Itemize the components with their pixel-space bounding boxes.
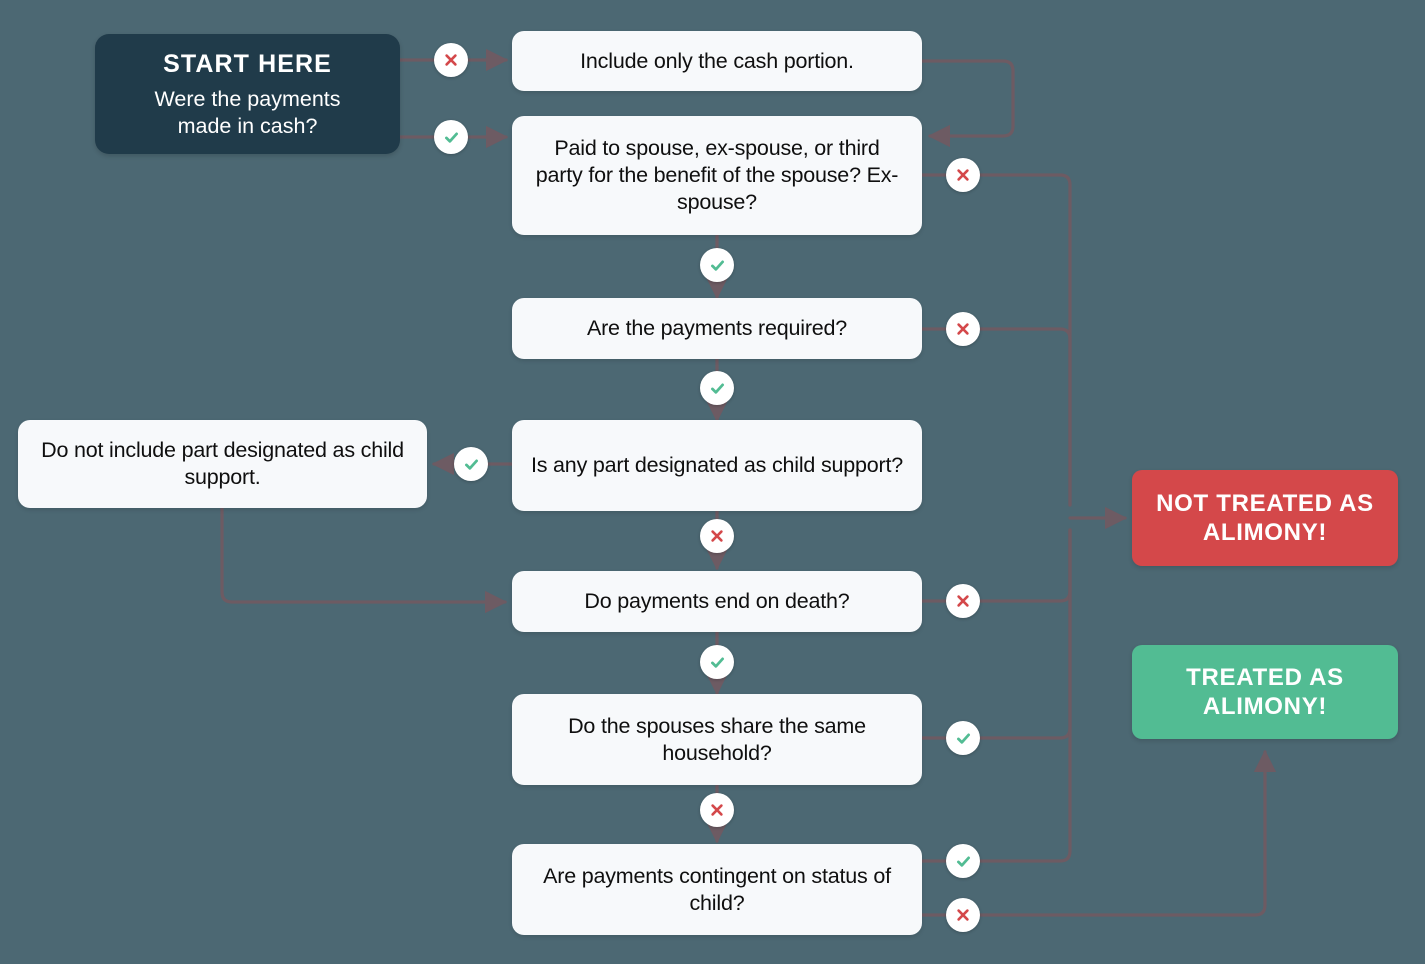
node-child-support-question[interactable]: Is any part designated as child support?: [512, 420, 922, 511]
badge-child-support-no[interactable]: [700, 519, 734, 553]
no-icon: [955, 167, 971, 183]
start-question-line2: made in cash?: [177, 113, 318, 138]
node-paid-to-spouse[interactable]: Paid to spouse, ex-spouse, or third part…: [512, 116, 922, 235]
result-alimony-line2: ALIMONY!: [1202, 693, 1328, 720]
badge-child-support-yes[interactable]: [454, 447, 488, 481]
yes-icon: [709, 654, 726, 671]
result-treated-as-alimony[interactable]: TREATED AS ALIMONY!: [1132, 645, 1398, 739]
result-not-treated-as-alimony[interactable]: NOT TREATED AS ALIMONY!: [1132, 470, 1398, 566]
start-question: Were the payments made in cash?: [154, 86, 340, 140]
yes-icon: [709, 380, 726, 397]
node-payments-required[interactable]: Are the payments required?: [512, 298, 922, 359]
node-end-on-death-label: Do payments end on death?: [584, 589, 850, 614]
result-alimony-line1: TREATED AS: [1186, 663, 1344, 691]
wire-note-to-death: [220, 506, 508, 614]
node-child-support-note-label: Do not include part designated as child …: [41, 438, 404, 489]
node-child-support-question-label: Is any part designated as child support?: [530, 453, 904, 478]
node-paid-to-spouse-label: Paid to spouse, ex-spouse, or third part…: [535, 136, 899, 214]
badge-status-of-child-no[interactable]: [946, 898, 980, 932]
node-payments-required-label: Are the payments required?: [586, 316, 848, 341]
node-status-of-child-label: Are payments contingent on status of chi…: [543, 863, 891, 915]
node-child-support-note[interactable]: Do not include part designated as child …: [18, 420, 427, 508]
wire-status-yes-b: [978, 528, 1072, 863]
no-icon: [443, 52, 459, 68]
node-cash-portion-label: Include only the cash portion.: [580, 48, 854, 73]
no-icon: [955, 321, 971, 337]
wire-household-yes-b: [978, 528, 1072, 740]
badge-paid-to-spouse-no[interactable]: [946, 158, 980, 192]
wire-paid-no-b: [978, 173, 1072, 507]
no-icon: [955, 593, 971, 609]
result-not-alimony-line1: NOT TREATED AS: [1156, 489, 1374, 517]
start-title: START HERE: [163, 49, 332, 78]
start-question-line1: Were the payments: [154, 86, 341, 111]
no-icon: [709, 528, 725, 544]
node-cash-portion[interactable]: Include only the cash portion.: [512, 31, 922, 91]
wire-cashportion-loop: [920, 59, 1015, 148]
start-node[interactable]: START HERE Were the payments made in cas…: [95, 34, 400, 154]
badge-same-household-no[interactable]: [700, 793, 734, 827]
node-status-of-child[interactable]: Are payments contingent on status of chi…: [512, 844, 922, 935]
badge-end-on-death-yes[interactable]: [700, 645, 734, 679]
yes-icon: [955, 853, 972, 870]
yes-icon: [463, 456, 480, 473]
no-icon: [955, 907, 971, 923]
result-not-alimony-line2: ALIMONY!: [1202, 519, 1328, 546]
badge-payments-required-no[interactable]: [946, 312, 980, 346]
badge-start-yes[interactable]: [434, 120, 468, 154]
badge-end-on-death-no[interactable]: [946, 584, 980, 618]
wire-death-no-b: [978, 528, 1072, 603]
node-same-household-label: Do the spouses share the same household?: [568, 713, 866, 765]
no-icon: [709, 802, 725, 818]
yes-icon: [955, 730, 972, 747]
wire-required-no-b: [978, 327, 1072, 507]
badge-paid-to-spouse-yes[interactable]: [700, 248, 734, 282]
badge-payments-required-yes[interactable]: [700, 371, 734, 405]
badge-start-no[interactable]: [434, 43, 468, 77]
badge-status-of-child-yes[interactable]: [946, 844, 980, 878]
wire-status-no-b: [978, 749, 1277, 917]
node-same-household[interactable]: Do the spouses share the same household?: [512, 694, 922, 785]
yes-icon: [443, 129, 460, 146]
node-end-on-death[interactable]: Do payments end on death?: [512, 571, 922, 632]
badge-same-household-yes[interactable]: [946, 721, 980, 755]
yes-icon: [709, 257, 726, 274]
